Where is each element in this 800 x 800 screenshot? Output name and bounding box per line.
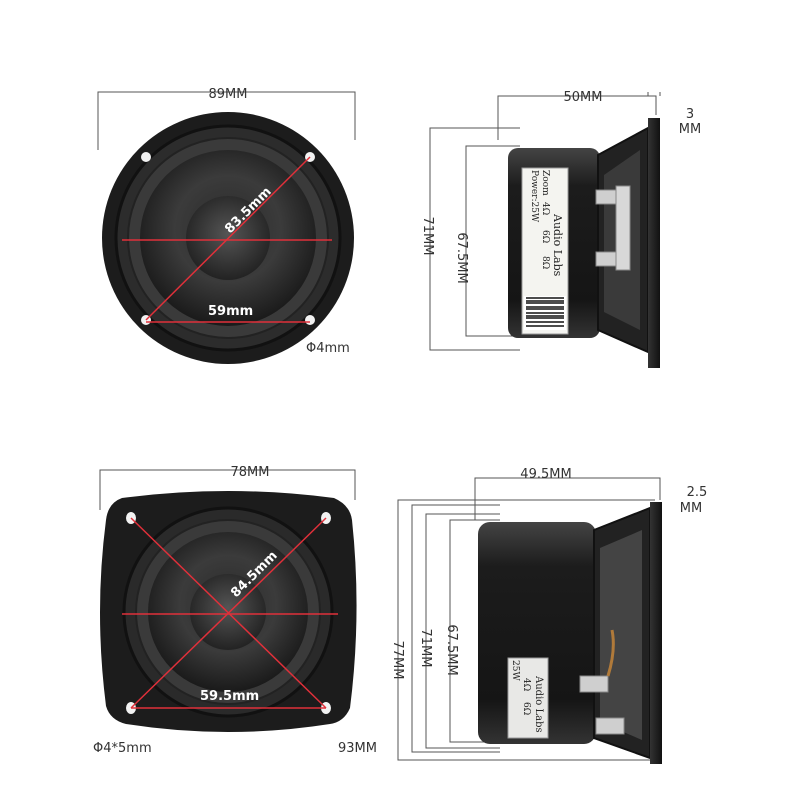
bottom-side-sticker-power: 25W xyxy=(510,660,520,681)
bottom-side-depth-label: 49.5MM xyxy=(520,467,571,482)
top-side-sticker-brand: Audio Labs xyxy=(551,213,564,277)
bottom-side-sticker-brand: Audio Labs xyxy=(533,675,544,733)
bottom-side-inner-height-bracket xyxy=(449,519,500,743)
top-front-hole-label: Φ4mm xyxy=(306,341,350,356)
bottom-side-flange xyxy=(650,502,662,764)
bottom-front-hole-label: Φ4*5mm xyxy=(93,741,152,756)
bottom-front-width-label: 78MM xyxy=(231,465,270,480)
top-side-terminal-board xyxy=(615,185,631,271)
top-front-width-label: 89MM xyxy=(209,87,248,102)
bottom-side-lead-wire xyxy=(606,629,615,677)
bottom-front-diagonal-line xyxy=(130,517,327,709)
bottom-side-flange-label: 2.5 xyxy=(687,485,708,500)
top-side-flange xyxy=(648,118,660,368)
top-side-depth-label: 50MM xyxy=(564,90,603,105)
top-front-bottom-label: 59mm xyxy=(208,304,253,319)
top-side-outer-height-label: 71MM xyxy=(420,217,435,256)
top-front-diagonal-line xyxy=(145,156,311,321)
top-side-inner-height-label: 67.5MM xyxy=(454,232,469,283)
top-side-sticker-power: Power:25W xyxy=(529,170,539,223)
top-front-hole xyxy=(305,315,315,325)
bottom-side-basket-window xyxy=(600,530,642,740)
top-front-width-bracket xyxy=(97,91,356,150)
bottom-front-view: 78MM 84.5mm 59.5mm Φ4*5mm xyxy=(93,465,357,756)
bottom-side-sticker-6ohm: 6Ω xyxy=(521,702,531,715)
bottom-side-inner-height-label: 67.5MM xyxy=(444,624,459,675)
bottom-front-width-bracket xyxy=(99,469,356,510)
top-front-view: 89MM 83.5mm 59mm Φ4mm xyxy=(97,87,356,364)
bottom-side-terminal xyxy=(579,675,609,693)
top-side-sticker: Audio Labs Zoom 4Ω 6Ω 8Ω Power:25W xyxy=(521,167,569,335)
bottom-side-77-bracket xyxy=(411,504,500,753)
top-side-outer-height-bracket xyxy=(429,127,520,351)
top-side-sticker-6ohm: 6Ω xyxy=(540,230,550,243)
bottom-side-71-label: 71MM xyxy=(418,629,433,668)
bottom-side-71-bracket xyxy=(425,513,500,749)
top-side-inner-height-bracket xyxy=(465,145,520,337)
top-side-flange-label: 3 xyxy=(686,107,694,122)
bottom-side-sticker-4ohm: 4Ω xyxy=(521,678,531,691)
top-side-view: 50MM 3 MM 71MM 67.5MM Audio Labs Zoom 4Ω… xyxy=(420,90,701,368)
top-side-flange-unit: MM xyxy=(679,122,701,137)
bottom-front-bottom-label: 59.5mm xyxy=(200,689,259,704)
bottom-side-depth-bracket xyxy=(474,477,661,520)
top-side-sticker-4ohm: 4Ω xyxy=(540,202,550,215)
bottom-side-outer-height-bracket xyxy=(397,499,655,761)
top-front-hole xyxy=(141,152,151,162)
bottom-side-outer-height-label: 93MM xyxy=(338,741,377,756)
top-side-depth-bracket xyxy=(497,95,657,140)
bottom-side-77-label: 77MM xyxy=(390,641,405,680)
bottom-side-flange-unit: MM xyxy=(680,501,702,516)
bottom-side-sticker: Audio Labs 4Ω 6Ω 25W xyxy=(507,657,549,739)
top-side-sticker-zoom: Zoom xyxy=(540,170,550,196)
bottom-side-terminal xyxy=(595,717,625,735)
top-side-sticker-8ohm: 8Ω xyxy=(540,256,550,269)
top-side-barcode xyxy=(524,296,566,330)
bottom-side-view: 49.5MM 2.5 MM 93MM 77MM 71MM 67.5MM Audi… xyxy=(338,467,707,764)
